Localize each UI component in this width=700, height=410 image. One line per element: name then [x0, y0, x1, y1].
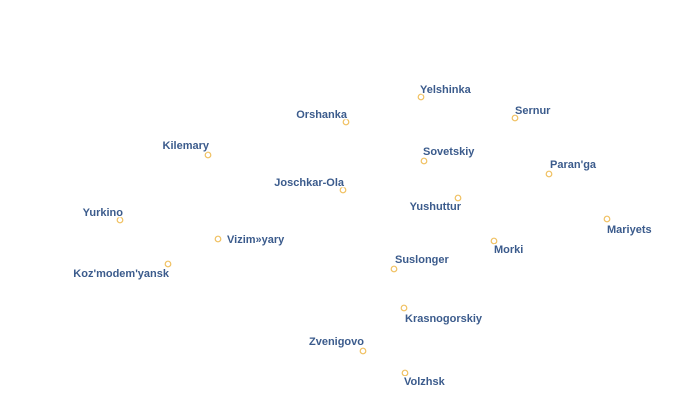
city-marker-suslonger[interactable] — [390, 265, 398, 273]
city-label-morki[interactable]: Morki — [493, 243, 525, 258]
city-marker-morki[interactable] — [490, 237, 498, 245]
city-label-yushuttur[interactable]: Yushuttur — [408, 200, 463, 215]
city-marker-paranga[interactable] — [545, 170, 553, 178]
city-label-volzhsk[interactable]: Volzhsk — [403, 375, 448, 390]
city-label-kozmodemyansk[interactable]: Koz'modem'yansk — [72, 267, 172, 282]
city-label-joschkar-ola[interactable]: Joschkar-Ola — [273, 176, 347, 191]
city-label-kilemary[interactable]: Kilemary — [161, 139, 211, 154]
city-marker-kilemary[interactable] — [204, 151, 212, 159]
city-label-krasnogorskiy[interactable]: Krasnogorskiy — [404, 312, 485, 327]
city-marker-zvenigovo[interactable] — [359, 347, 367, 355]
city-marker-joschkar-ola[interactable] — [339, 186, 347, 194]
city-label-yelshinka[interactable]: Yelshinka — [419, 83, 474, 98]
city-marker-yelshinka[interactable] — [417, 93, 425, 101]
city-label-paranga[interactable]: Paran'ga — [549, 158, 599, 173]
city-marker-sernur[interactable] — [511, 114, 519, 122]
city-marker-vizim-yary[interactable] — [214, 235, 222, 243]
city-marker-yushuttur[interactable] — [454, 194, 462, 202]
city-label-suslonger[interactable]: Suslonger — [394, 253, 452, 268]
city-marker-yurkino[interactable] — [116, 216, 124, 224]
city-marker-sovetskiy[interactable] — [420, 157, 428, 165]
city-marker-mariyets[interactable] — [603, 215, 611, 223]
city-label-mariyets[interactable]: Mariyets — [606, 223, 654, 238]
city-marker-orshanka[interactable] — [342, 118, 350, 126]
city-label-sovetskiy[interactable]: Sovetskiy — [422, 145, 477, 160]
city-marker-kozmodemyansk[interactable] — [164, 260, 172, 268]
city-label-vizim-yary[interactable]: Vizim»yary — [226, 233, 287, 248]
city-label-sernur[interactable]: Sernur — [514, 104, 553, 119]
city-marker-volzhsk[interactable] — [401, 369, 409, 377]
city-marker-krasnogorskiy[interactable] — [400, 304, 408, 312]
city-label-zvenigovo[interactable]: Zvenigovo — [307, 335, 365, 350]
city-label-orshanka[interactable]: Orshanka — [295, 108, 350, 123]
city-markers — [116, 93, 611, 377]
city-label-yurkino[interactable]: Yurkino — [81, 206, 125, 221]
